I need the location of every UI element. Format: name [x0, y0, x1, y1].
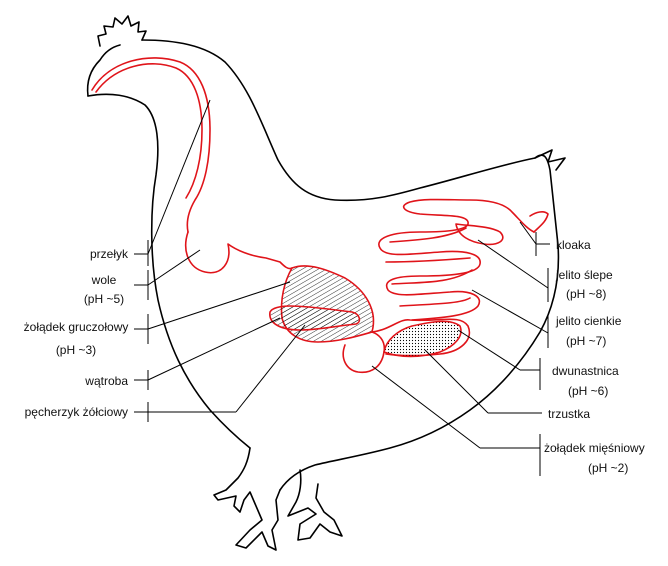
label-esophagus: przełyk [90, 247, 129, 261]
front-leg [214, 448, 280, 550]
label-duodenum: dwunastnica [552, 364, 619, 378]
label-small-intestine: jelito cienkie [555, 314, 622, 328]
label-proventriculus: żołądek gruczołowy [24, 320, 129, 334]
label-gizzard: żołądek mięśniowy [544, 441, 645, 455]
label-gallbladder: pęcherzyk żółciowy [25, 405, 128, 419]
label-caecum-ph: (pH ~8) [566, 287, 606, 301]
label-liver: wątroba [84, 374, 128, 388]
label-pancreas: trzustka [548, 407, 590, 421]
label-crop: wole [91, 273, 117, 287]
back-leg [288, 470, 342, 540]
label-gizzard-ph: (pH ~2) [588, 461, 628, 475]
left-labels: przełyk wole (pH ~5) żołądek gruczołowy … [24, 247, 129, 419]
leader-caecum [478, 240, 548, 288]
right-labels: kloaka jelito ślepe (pH ~8) jelito cienk… [544, 238, 645, 475]
leader-small-intestine [472, 290, 548, 333]
pancreas-shape [384, 321, 461, 356]
leader-cloaca [520, 222, 536, 244]
label-cloaca: kloaka [556, 238, 591, 252]
leader-pancreas [425, 350, 488, 413]
leader-duodenum [458, 330, 520, 370]
esophagus-inner [96, 64, 202, 198]
label-small-intestine-ph: (pH ~7) [566, 334, 606, 348]
label-crop-ph: (pH ~5) [84, 292, 124, 306]
label-caecum: jelito ślepe [555, 268, 613, 282]
label-proventriculus-ph: (pH ~3) [56, 343, 96, 357]
crop [186, 232, 292, 273]
comb [98, 16, 146, 46]
label-duodenum-ph: (pH ~6) [568, 384, 608, 398]
body-outline [142, 40, 558, 490]
cloaca-shape [530, 212, 548, 232]
